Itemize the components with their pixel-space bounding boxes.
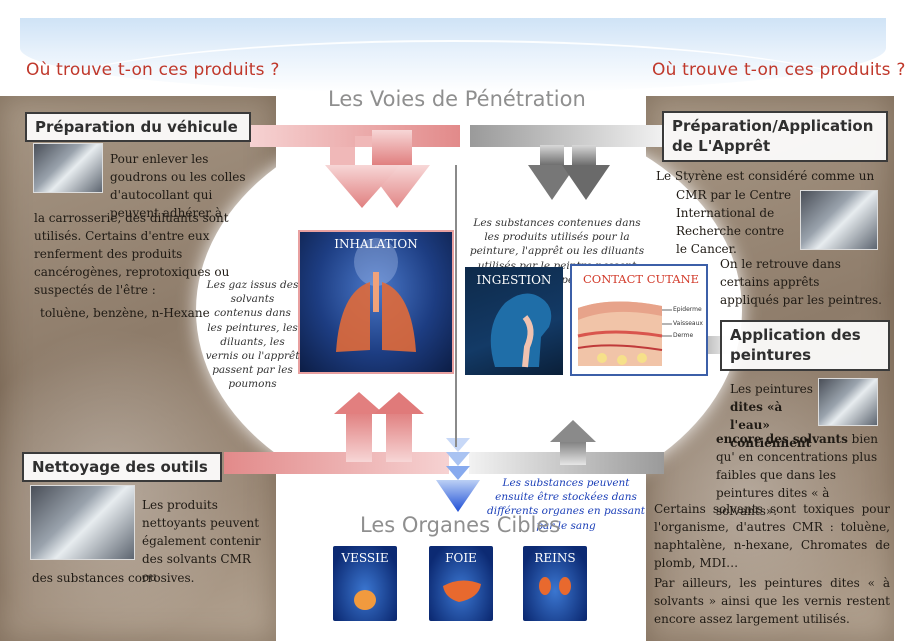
skin-layer-vaisseaux: Vaisseaux bbox=[673, 320, 703, 327]
appret-text-3: On le retrouve dans certains apprêts app… bbox=[720, 257, 882, 307]
nettoyage-text-full: des substances corrosives. bbox=[32, 571, 195, 585]
peintures-photo bbox=[818, 378, 878, 426]
skin-layer-derme: Derme bbox=[673, 332, 694, 339]
organ-reins: REINS bbox=[523, 546, 587, 621]
organ-vessie: VESSIE bbox=[333, 546, 397, 621]
nettoyage-text-right: Les produits nettoyants peuvent égalemen… bbox=[142, 498, 261, 584]
targets-title: Les Organes Cibles bbox=[360, 513, 561, 537]
ingestion-label: INGESTION bbox=[476, 273, 552, 287]
inhalation-image: INHALATION bbox=[298, 230, 454, 374]
peintures-text-1b: dites «à l'eau» contiennent bbox=[730, 400, 812, 450]
peintures-text-1a: Les peintures bbox=[730, 382, 813, 396]
contact-label: CONTACT CUTANE bbox=[582, 272, 700, 286]
peintures-text-1c: encore des solvants bbox=[716, 432, 848, 446]
inhalation-note: Les gaz issus des solvants contenus dans… bbox=[205, 279, 300, 391]
peintures-text-2: Certains solvants sont toxiques pour l'o… bbox=[654, 502, 890, 570]
arrow-top-right-gray bbox=[470, 125, 665, 200]
organ-foie-label: FOIE bbox=[445, 551, 477, 565]
liver-icon bbox=[443, 580, 481, 602]
bladder-icon bbox=[354, 590, 376, 610]
preparation-photo bbox=[33, 143, 103, 193]
nettoyage-title: Nettoyage des outils bbox=[22, 452, 222, 483]
right-header: Où trouve t-on ces produits ? bbox=[652, 60, 906, 80]
lungs-icon bbox=[336, 238, 416, 352]
arrow-bottom-right-gray bbox=[469, 420, 664, 474]
preparation-title: Préparation du véhicule bbox=[25, 112, 251, 143]
arrow-blue-down bbox=[436, 438, 480, 512]
main-title: Les Voies de Pénétration bbox=[328, 87, 586, 111]
left-header: Où trouve t-on ces produits ? bbox=[26, 60, 280, 80]
organ-reins-label: REINS bbox=[534, 551, 576, 565]
appret-title: Préparation/Application de L'Apprêt bbox=[662, 111, 888, 162]
banner-curve bbox=[20, 40, 886, 100]
peintures-text-1: encore des solvants bien qu' en concentr… bbox=[716, 430, 892, 520]
ingestion-image: INGESTION bbox=[465, 267, 563, 375]
appret-text-1: Le Styrène est considéré comme un bbox=[656, 169, 875, 183]
preparation-text-list: toluène, benzène, n-Hexane bbox=[40, 306, 210, 320]
head-profile-icon bbox=[490, 293, 552, 368]
appret-photo bbox=[800, 190, 878, 250]
inhalation-label: INHALATION bbox=[334, 237, 418, 251]
preparation-text-right: Pour enlever les goudrons ou les colles … bbox=[110, 152, 246, 220]
contact-image: CONTACT CUTANE Epiderme Vaisseaux Derme bbox=[570, 264, 708, 376]
center-divider bbox=[455, 165, 457, 447]
arrow-top-left-red bbox=[250, 125, 460, 208]
preparation-text-full: la carrosserie, des diluants sont utilis… bbox=[34, 211, 230, 297]
skin-layers-icon bbox=[577, 301, 672, 366]
organ-foie: FOIE bbox=[429, 546, 493, 621]
peintures-text-3: Par ailleurs, les peintures dites « à so… bbox=[654, 576, 890, 626]
arrow-bottom-left-red bbox=[224, 392, 449, 474]
peintures-text-1d: bien qu' en concentrations plus faibles … bbox=[716, 432, 879, 518]
peintures-title: Application des peintures bbox=[720, 320, 890, 371]
organ-vessie-label: VESSIE bbox=[341, 551, 389, 565]
nettoyage-photo bbox=[30, 485, 135, 560]
kidneys-icon bbox=[539, 577, 571, 595]
storage-note: Les substances peuvent ensuite être stoc… bbox=[486, 477, 645, 532]
appret-text-2: CMR par le Centre International de Reche… bbox=[676, 188, 792, 256]
skin-layer-epiderme: Epiderme bbox=[673, 306, 702, 313]
